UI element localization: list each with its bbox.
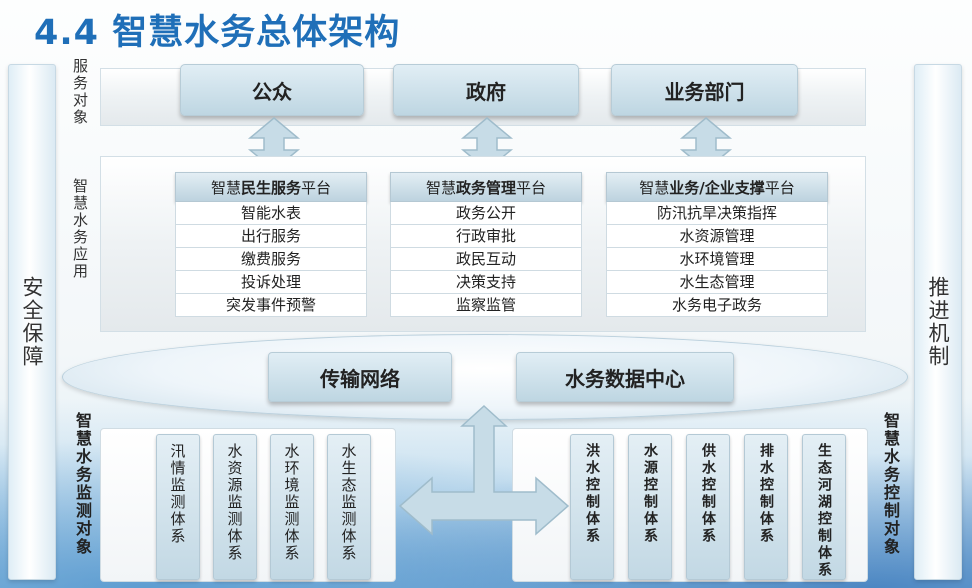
target-government: 政府	[393, 64, 579, 116]
platform-item: 出行服务	[175, 225, 367, 248]
security-pillar-label: 安全保障	[20, 276, 44, 368]
transmission-network: 传输网络	[268, 352, 452, 402]
platform-item: 水务电子政务	[606, 294, 828, 317]
control-system: 供水控制体系	[686, 434, 730, 580]
monitoring-system: 水资源监测体系	[213, 434, 257, 580]
platform-item: 水环境管理	[606, 248, 828, 271]
service-targets-label: 服务对象	[71, 58, 89, 126]
platform-item: 监察监管	[390, 294, 582, 317]
tri-arrow-icon	[398, 404, 570, 536]
page-title: 4.4 智慧水务总体架构	[34, 13, 401, 53]
platform-header: 智慧民生服务平台	[175, 172, 367, 202]
platform-item: 政务公开	[390, 202, 582, 225]
platform-item: 投诉处理	[175, 271, 367, 294]
platform-livelihood: 智慧民生服务平台 智能水表 出行服务 缴费服务 投诉处理 突发事件预警	[175, 172, 367, 317]
data-center: 水务数据中心	[516, 352, 734, 402]
platform-item: 水生态管理	[606, 271, 828, 294]
platform-item: 行政审批	[390, 225, 582, 248]
platform-government: 智慧政务管理平台 政务公开 行政审批 政民互动 决策支持 监察监管	[390, 172, 582, 317]
smart-apps-label: 智慧水务应用	[71, 178, 89, 280]
monitoring-system: 汛情监测体系	[156, 434, 200, 580]
monitoring-system: 水环境监测体系	[270, 434, 314, 580]
target-business: 业务部门	[611, 64, 798, 116]
platform-business: 智慧业务/企业支撑平台 防汛抗旱决策指挥 水资源管理 水环境管理 水生态管理 水…	[606, 172, 828, 317]
security-pillar: 安全保障	[8, 64, 56, 580]
mechanism-pillar: 推进机制	[914, 64, 962, 580]
platform-item: 决策支持	[390, 271, 582, 294]
target-public: 公众	[180, 64, 364, 116]
platform-item: 水资源管理	[606, 225, 828, 248]
platform-item: 缴费服务	[175, 248, 367, 271]
control-label: 智慧水务控制对象	[881, 412, 900, 556]
control-system: 排水控制体系	[744, 434, 788, 580]
mechanism-pillar-label: 推进机制	[926, 276, 950, 368]
infrastructure-ellipse	[62, 334, 908, 420]
platform-item: 智能水表	[175, 202, 367, 225]
control-system: 水源控制体系	[628, 434, 672, 580]
control-system: 洪水控制体系	[570, 434, 614, 580]
platform-item: 政民互动	[390, 248, 582, 271]
monitoring-label: 智慧水务监测对象	[73, 412, 92, 556]
platform-header: 智慧业务/企业支撑平台	[606, 172, 828, 202]
platform-header: 智慧政务管理平台	[390, 172, 582, 202]
platform-item: 防汛抗旱决策指挥	[606, 202, 828, 225]
platform-item: 突发事件预警	[175, 294, 367, 317]
monitoring-system: 水生态监测体系	[327, 434, 371, 580]
control-system: 生态河湖控制体系	[802, 434, 846, 580]
